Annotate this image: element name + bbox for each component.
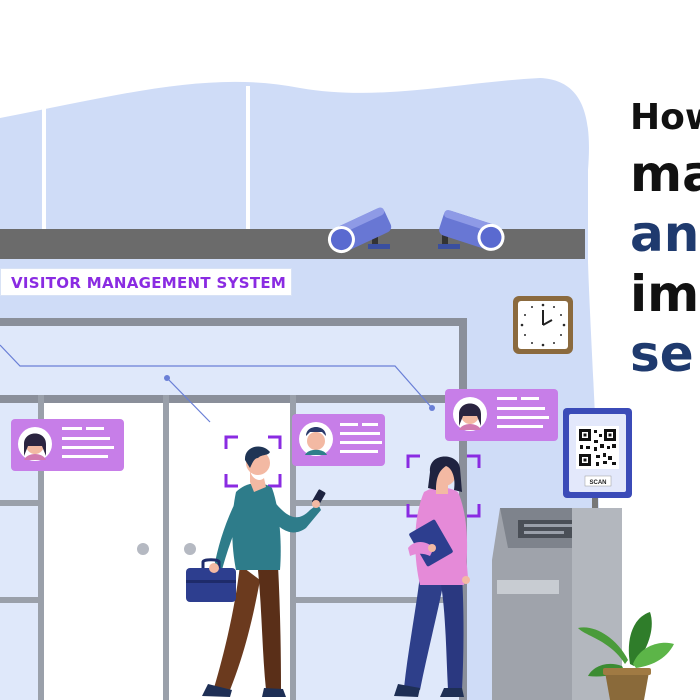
window-frame-post: [246, 86, 250, 238]
security-camera-icon: [438, 210, 505, 251]
headline-line-4: im: [630, 265, 700, 323]
headline: How ma an im se: [630, 92, 700, 384]
visitor-management-sign: VISITOR MANAGEMENT SYSTEM: [0, 268, 292, 296]
door-handle: [184, 543, 196, 555]
headline-line-5: se: [630, 325, 694, 383]
wall-clock-icon: [513, 296, 573, 354]
visitor-id-card: [11, 419, 124, 471]
face-detection-frame: [406, 454, 481, 518]
visitor-woman: [394, 456, 470, 697]
door-handle: [137, 543, 149, 555]
headline-line-2: ma: [630, 145, 700, 203]
visitor-id-card: [445, 389, 558, 441]
visitor-id-card: [292, 414, 385, 466]
headline-line-1: How: [630, 97, 700, 138]
visitor-man: [186, 446, 326, 697]
network-lines: [0, 344, 433, 423]
security-camera-icon: [327, 207, 392, 254]
kiosk-button-label: SCAN: [589, 480, 606, 486]
briefcase-icon: [186, 558, 236, 602]
plant-icon: [578, 612, 674, 700]
face-detection-frame: [224, 435, 282, 488]
qr-code-icon: [576, 426, 619, 469]
headline-line-3: an: [630, 205, 700, 263]
window-frame-post: [42, 108, 46, 238]
folder-icon: [409, 519, 453, 567]
